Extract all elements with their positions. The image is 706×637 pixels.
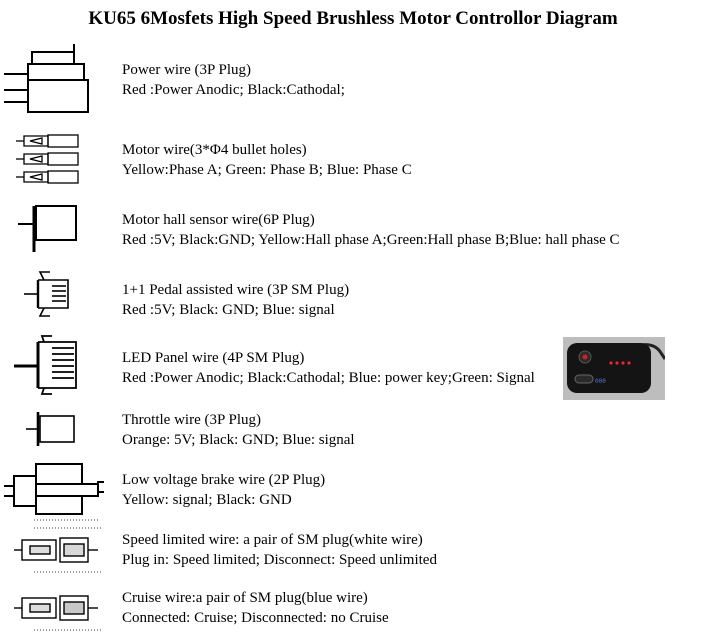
led-plug-icon [14, 335, 77, 395]
hall-sensor-row: Motor hall sensor wire(6P Plug) Red :5V;… [0, 196, 706, 262]
speed-limit-desc: Plug in: Speed limited; Disconnect: Spee… [122, 552, 437, 568]
sm-plug-pair-icon [14, 527, 102, 573]
motor-wire-row: Motor wire(3*Φ4 bullet holes) Yellow:Pha… [0, 128, 706, 188]
led-panel-label: LED Panel wire (4P SM Plug) [122, 350, 305, 366]
power-wire-desc: Red :Power Anodic; Black:Cathodal; [122, 82, 345, 98]
led-display-panel-image: 000 [563, 337, 665, 400]
motor-wire-label: Motor wire(3*Φ4 bullet holes) [122, 142, 307, 158]
page-title: KU65 6Mosfets High Speed Brushless Motor… [88, 8, 618, 29]
pedal-wire-desc: Red :5V; Black: GND; Blue: signal [122, 302, 335, 318]
led-panel-row: LED Panel wire (4P SM Plug) Red :Power A… [0, 334, 706, 400]
hall-plug-icon [18, 205, 77, 252]
power-wire-label: Power wire (3P Plug) [122, 62, 252, 78]
power-wire-row: Power wire (3P Plug) Red :Power Anodic; … [0, 44, 706, 116]
throttle-wire-row: Throttle wire (3P Plug) Orange: 5V; Blac… [0, 404, 706, 458]
bullet-connector-icon [16, 134, 79, 184]
speed-limit-label: Speed limited wire: a pair of SM plug(wh… [122, 532, 423, 548]
brake-wire-label: Low voltage brake wire (2P Plug) [122, 472, 326, 488]
cruise-row: Cruise wire:a pair of SM plug(blue wire)… [0, 584, 706, 636]
hall-sensor-label: Motor hall sensor wire(6P Plug) [122, 212, 315, 228]
hall-sensor-desc: Red :5V; Black:GND; Yellow:Hall phase A;… [122, 232, 620, 248]
speed-limit-row: Speed limited wire: a pair of SM plug(wh… [0, 526, 706, 580]
brake-wire-desc: Yellow: signal; Black: GND [122, 492, 292, 508]
throttle-wire-desc: Orange: 5V; Black: GND; Blue: signal [122, 432, 355, 448]
throttle-plug-icon [26, 412, 75, 446]
pedal-wire-label: 1+1 Pedal assisted wire (3P SM Plug) [122, 282, 350, 298]
throttle-wire-label: Throttle wire (3P Plug) [122, 412, 262, 428]
led-panel-desc: Red :Power Anodic; Black:Cathodal; Blue:… [122, 370, 535, 386]
panel-display-text: 000 [595, 378, 606, 385]
sm-plug-pair-icon [14, 595, 102, 631]
motor-wire-desc: Yellow:Phase A; Green: Phase B; Blue: Ph… [122, 162, 412, 178]
brake-plug-icon [4, 463, 104, 521]
power-plug-icon [4, 44, 89, 113]
pedal-plug-icon [24, 271, 69, 317]
cruise-label: Cruise wire:a pair of SM plug(blue wire) [122, 590, 368, 606]
brake-wire-row: Low voltage brake wire (2P Plug) Yellow:… [0, 460, 706, 524]
pedal-wire-row: 1+1 Pedal assisted wire (3P SM Plug) Red… [0, 266, 706, 326]
cruise-desc: Connected: Cruise; Disconnected: no Crui… [122, 610, 389, 626]
